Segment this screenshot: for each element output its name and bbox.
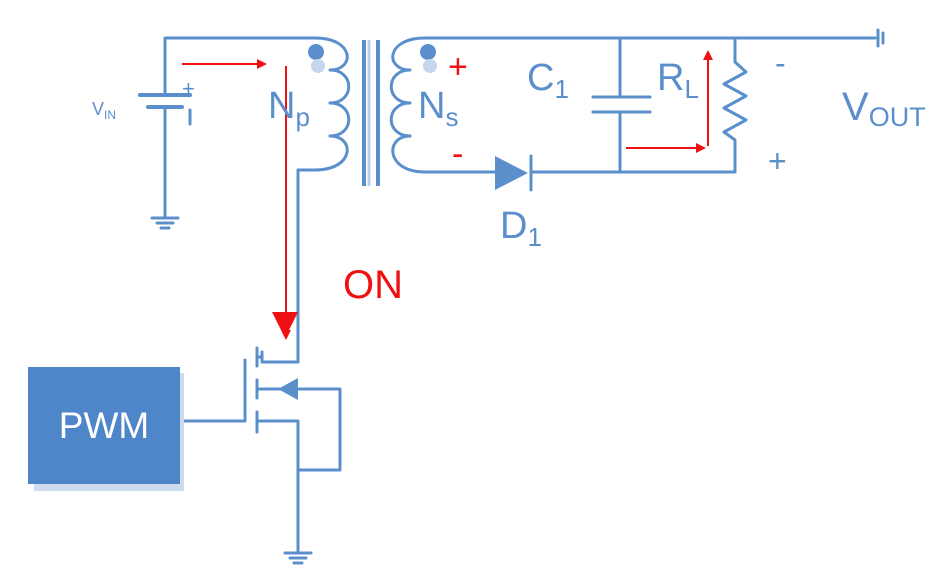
- d1-label: D: [500, 205, 527, 247]
- pwm-label: PWM: [59, 405, 149, 446]
- secondary-minus: -: [452, 135, 463, 173]
- primary-winding: [313, 36, 351, 172]
- mosfet-body-arrow: [278, 378, 298, 400]
- rl-subscript: L: [684, 74, 698, 104]
- svg-text:C1: C1: [527, 57, 569, 104]
- mosfet-switch: [178, 346, 342, 565]
- svg-text:Ns: Ns: [418, 85, 458, 132]
- current-flow: [182, 50, 713, 340]
- svg-text:Np: Np: [268, 85, 310, 132]
- battery-plus: +: [182, 76, 195, 101]
- vout-subscript: OUT: [869, 102, 926, 132]
- np-label: N: [268, 85, 295, 127]
- flow-arrowhead-drain: [272, 312, 298, 338]
- ns-label: N: [418, 85, 445, 127]
- vin-subscript: IN: [104, 108, 116, 122]
- vout-plus: +: [768, 143, 787, 179]
- capacitor-c1: [591, 36, 652, 174]
- secondary-dot-shadow: [423, 59, 437, 73]
- vout-label: V: [842, 85, 869, 129]
- switch-state-label: ON: [343, 263, 403, 307]
- output-terminal-icon: [876, 28, 885, 48]
- np-subscript: p: [295, 102, 309, 132]
- secondary-dot: [420, 44, 436, 60]
- top-input-wire: [163, 36, 317, 90]
- secondary-plus: +: [448, 48, 468, 86]
- pwm-block: PWM: [28, 367, 184, 491]
- svg-text:VOUT: VOUT: [842, 85, 926, 132]
- c1-label: C: [527, 57, 554, 99]
- vout-minus: -: [775, 45, 786, 81]
- transformer: [308, 36, 437, 186]
- transformer-core-right: [376, 40, 380, 186]
- svg-text:VIN: VIN: [92, 99, 116, 122]
- primary-dot-shadow: [311, 59, 325, 73]
- output-network: [423, 28, 885, 192]
- d1-subscript: 1: [527, 222, 541, 252]
- ns-subscript: s: [445, 102, 458, 132]
- primary-drain-wire: [260, 168, 317, 364]
- ground-icon-input: [150, 216, 180, 230]
- resistor-rl: [722, 36, 748, 174]
- transformer-core-left: [362, 40, 366, 186]
- c1-subscript: 1: [554, 74, 568, 104]
- diode-d1: [495, 154, 533, 192]
- secondary-winding: [389, 36, 427, 174]
- vin-label: V: [92, 99, 104, 119]
- input-loop: [138, 36, 317, 230]
- rl-label: R: [657, 57, 684, 99]
- battery-symbol: [138, 86, 192, 126]
- svg-text:RL: RL: [657, 57, 699, 104]
- primary-dot: [308, 44, 324, 60]
- svg-text:D1: D1: [500, 205, 542, 252]
- ground-icon-mosfet: [283, 551, 313, 565]
